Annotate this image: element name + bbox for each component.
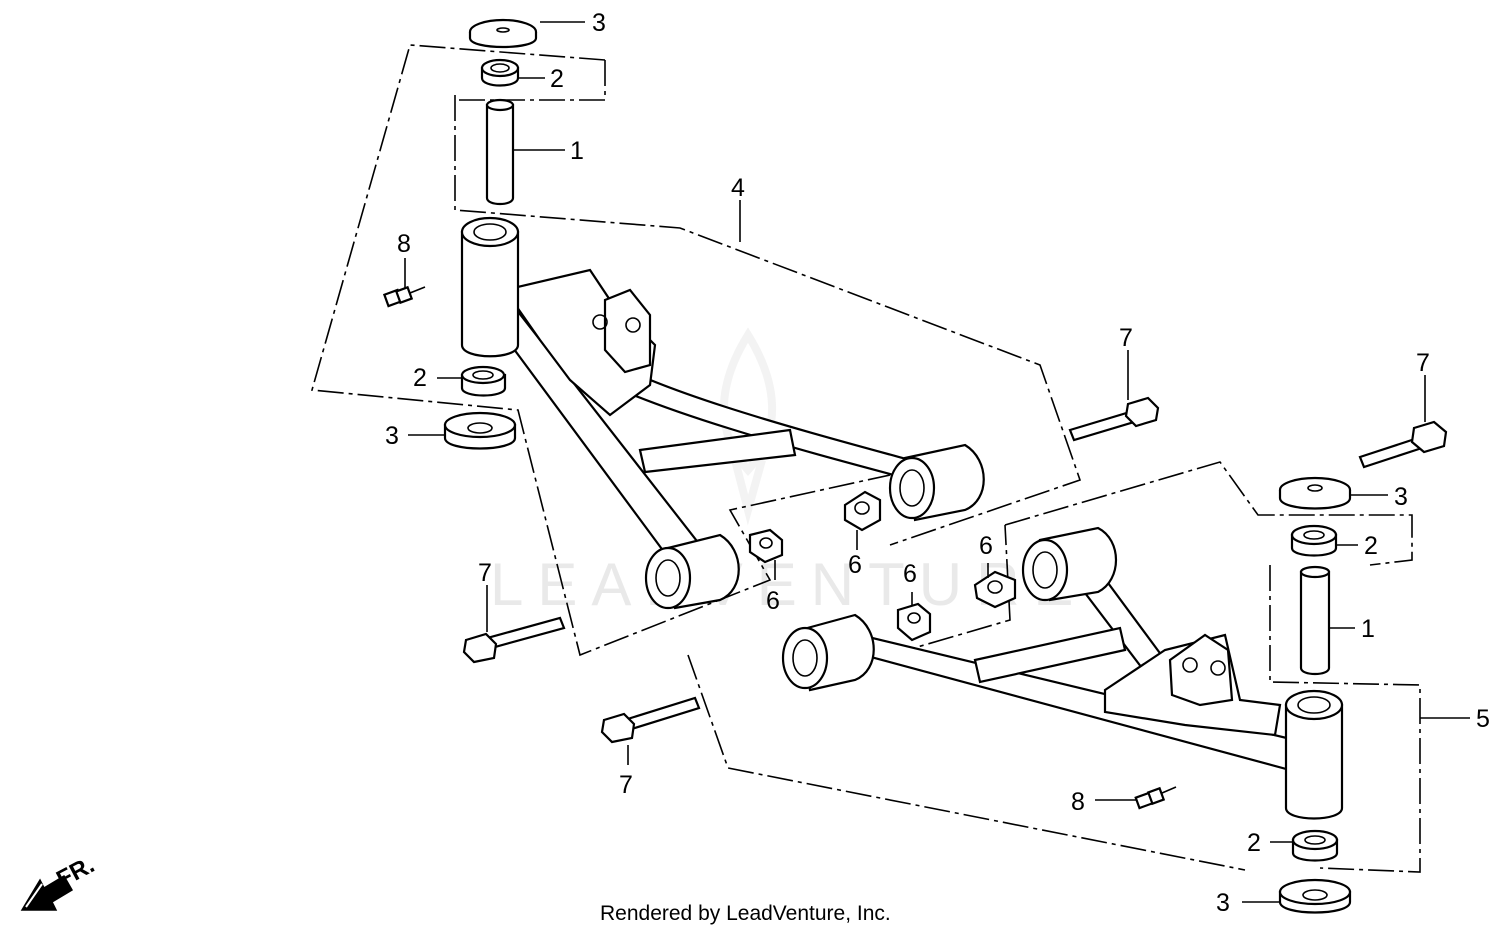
callout-1-right: 1 (1361, 615, 1375, 643)
callout-3-mid-left: 3 (385, 422, 399, 450)
leader-lines (404, 21, 1470, 903)
front-direction-arrow-icon (20, 874, 74, 911)
callout-6-a: 6 (766, 587, 780, 615)
bushing-2-right (1290, 524, 1338, 557)
callout-5: 5 (1476, 705, 1490, 733)
credit-text: Rendered by LeadVenture, Inc. (600, 902, 891, 925)
callout-2-top-left: 2 (550, 65, 564, 93)
collar-3-mid-left (443, 411, 517, 450)
callout-6-d: 6 (903, 560, 917, 588)
callout-8-right: 8 (1071, 788, 1085, 816)
callout-6-c: 6 (979, 532, 993, 560)
assembly-outline-right (687, 461, 1421, 873)
collar-3-top-left (468, 18, 538, 49)
callout-3-top-left: 3 (592, 9, 606, 37)
callout-7-bottom-left: 7 (619, 771, 633, 799)
collar-3-bottom-right (1278, 878, 1352, 914)
callout-6-b: 6 (848, 551, 862, 579)
grease-fitting-8-right (1134, 786, 1177, 810)
pipe-1-right (1299, 565, 1331, 676)
nut-6-a (748, 528, 784, 564)
bolt-7-bottom-left (600, 696, 701, 744)
bushing-2-bottom-right (1291, 829, 1339, 862)
upper-arm-assembly (460, 216, 985, 610)
callout-3-right: 3 (1394, 483, 1408, 511)
callout-7-left-mid: 7 (478, 559, 492, 587)
callout-1-left: 1 (570, 137, 584, 165)
callout-2-right: 2 (1364, 532, 1378, 560)
bushing-2-mid-left (460, 365, 507, 397)
bolt-7-center-top (1068, 396, 1160, 442)
callout-2-bottom-right: 2 (1247, 829, 1261, 857)
watermark-logo (719, 327, 777, 526)
collar-3-right (1278, 476, 1352, 510)
lower-arm-assembly (781, 526, 1344, 820)
grease-fitting-8-left (382, 285, 426, 308)
bolt-7-left-mid (462, 616, 566, 664)
callout-4: 4 (731, 174, 745, 202)
nut-6-d (896, 602, 932, 642)
callout-7-center-top: 7 (1119, 324, 1133, 352)
callout-7-right-top: 7 (1416, 349, 1430, 377)
callout-3-bottom-right: 3 (1216, 889, 1230, 917)
pipe-1-left (485, 98, 515, 206)
bushing-2-top-left (480, 58, 520, 87)
nut-6-b (843, 490, 882, 532)
callout-8-left: 8 (397, 230, 411, 258)
callout-2-mid-left: 2 (413, 364, 427, 392)
bolt-7-right-top (1358, 420, 1448, 469)
nut-6-c (973, 570, 1017, 609)
